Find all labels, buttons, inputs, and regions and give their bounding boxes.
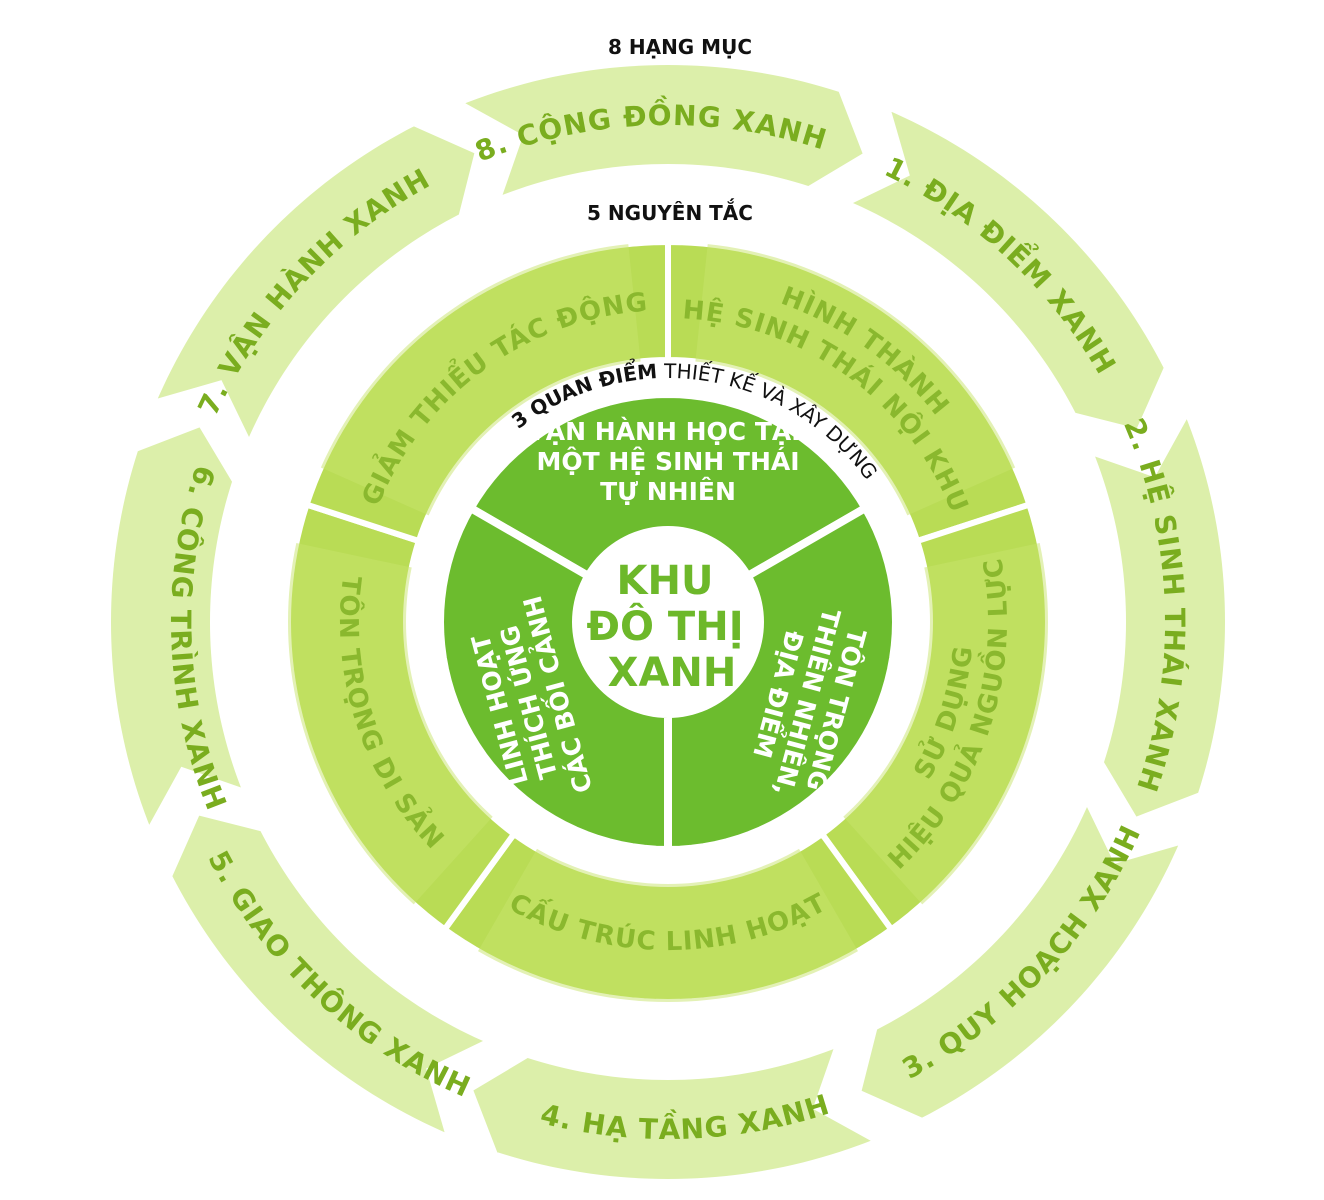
category-arrow (104, 419, 252, 839)
principle-highlight (320, 244, 641, 516)
category-arrow (854, 792, 1189, 1125)
category-4-ha-tang-xanh: 4. HẠ TẦNG XANH (465, 1038, 885, 1186)
category-arrow (1084, 405, 1232, 825)
category-2-he-sinh-thai-xanh: 2. HỆ SINH THÁI XANH (1084, 405, 1232, 825)
principle-highlight (695, 244, 1016, 516)
category-6-cong-trinh-xanh: 6. CÔNG TRÌNH XANH (104, 419, 252, 839)
center-line-3: XANH (608, 650, 737, 696)
center-title: KHU ĐÔ THỊ XANH (586, 558, 757, 696)
category-arrow (165, 808, 498, 1143)
center-line-1: KHU (617, 558, 714, 604)
category-arrow (451, 58, 871, 206)
principle-highlight (288, 542, 493, 905)
principles-heading: 5 NGUYÊN TẮC (587, 199, 753, 225)
center-line-2: ĐÔ THỊ (586, 602, 743, 650)
center-circle (576, 530, 760, 714)
principle-highlight (843, 542, 1048, 905)
category-arrow (838, 101, 1171, 436)
category-arrow (147, 119, 482, 452)
principle-cau-truc-linh-hoat: CẤU TRÚC LINH HOẠT (440, 829, 896, 1006)
center-hub: KHU ĐÔ THỊ XANH (576, 530, 760, 714)
viewpoint-label-line-2: MỘT HỆ SINH THÁI (536, 446, 799, 476)
viewpoint-ton-trong-thien-nhien-dia-diem: TÔN TRỌNGTHIÊN NHIÊN,ĐỊA ĐIỂM (664, 502, 901, 855)
category-arrow (465, 1038, 885, 1186)
category-8-cong-dong-xanh: 8. CỘNG ĐỒNG XANH (451, 58, 871, 206)
viewpoint-label-line-1: VẬN HÀNH HỌC TẬP (526, 416, 809, 446)
principle-highlight (478, 848, 858, 1002)
categories-heading: 8 HẠNG MỤC (608, 35, 752, 59)
viewpoint-label-line-3: TỰ NHIÊN (600, 477, 736, 506)
